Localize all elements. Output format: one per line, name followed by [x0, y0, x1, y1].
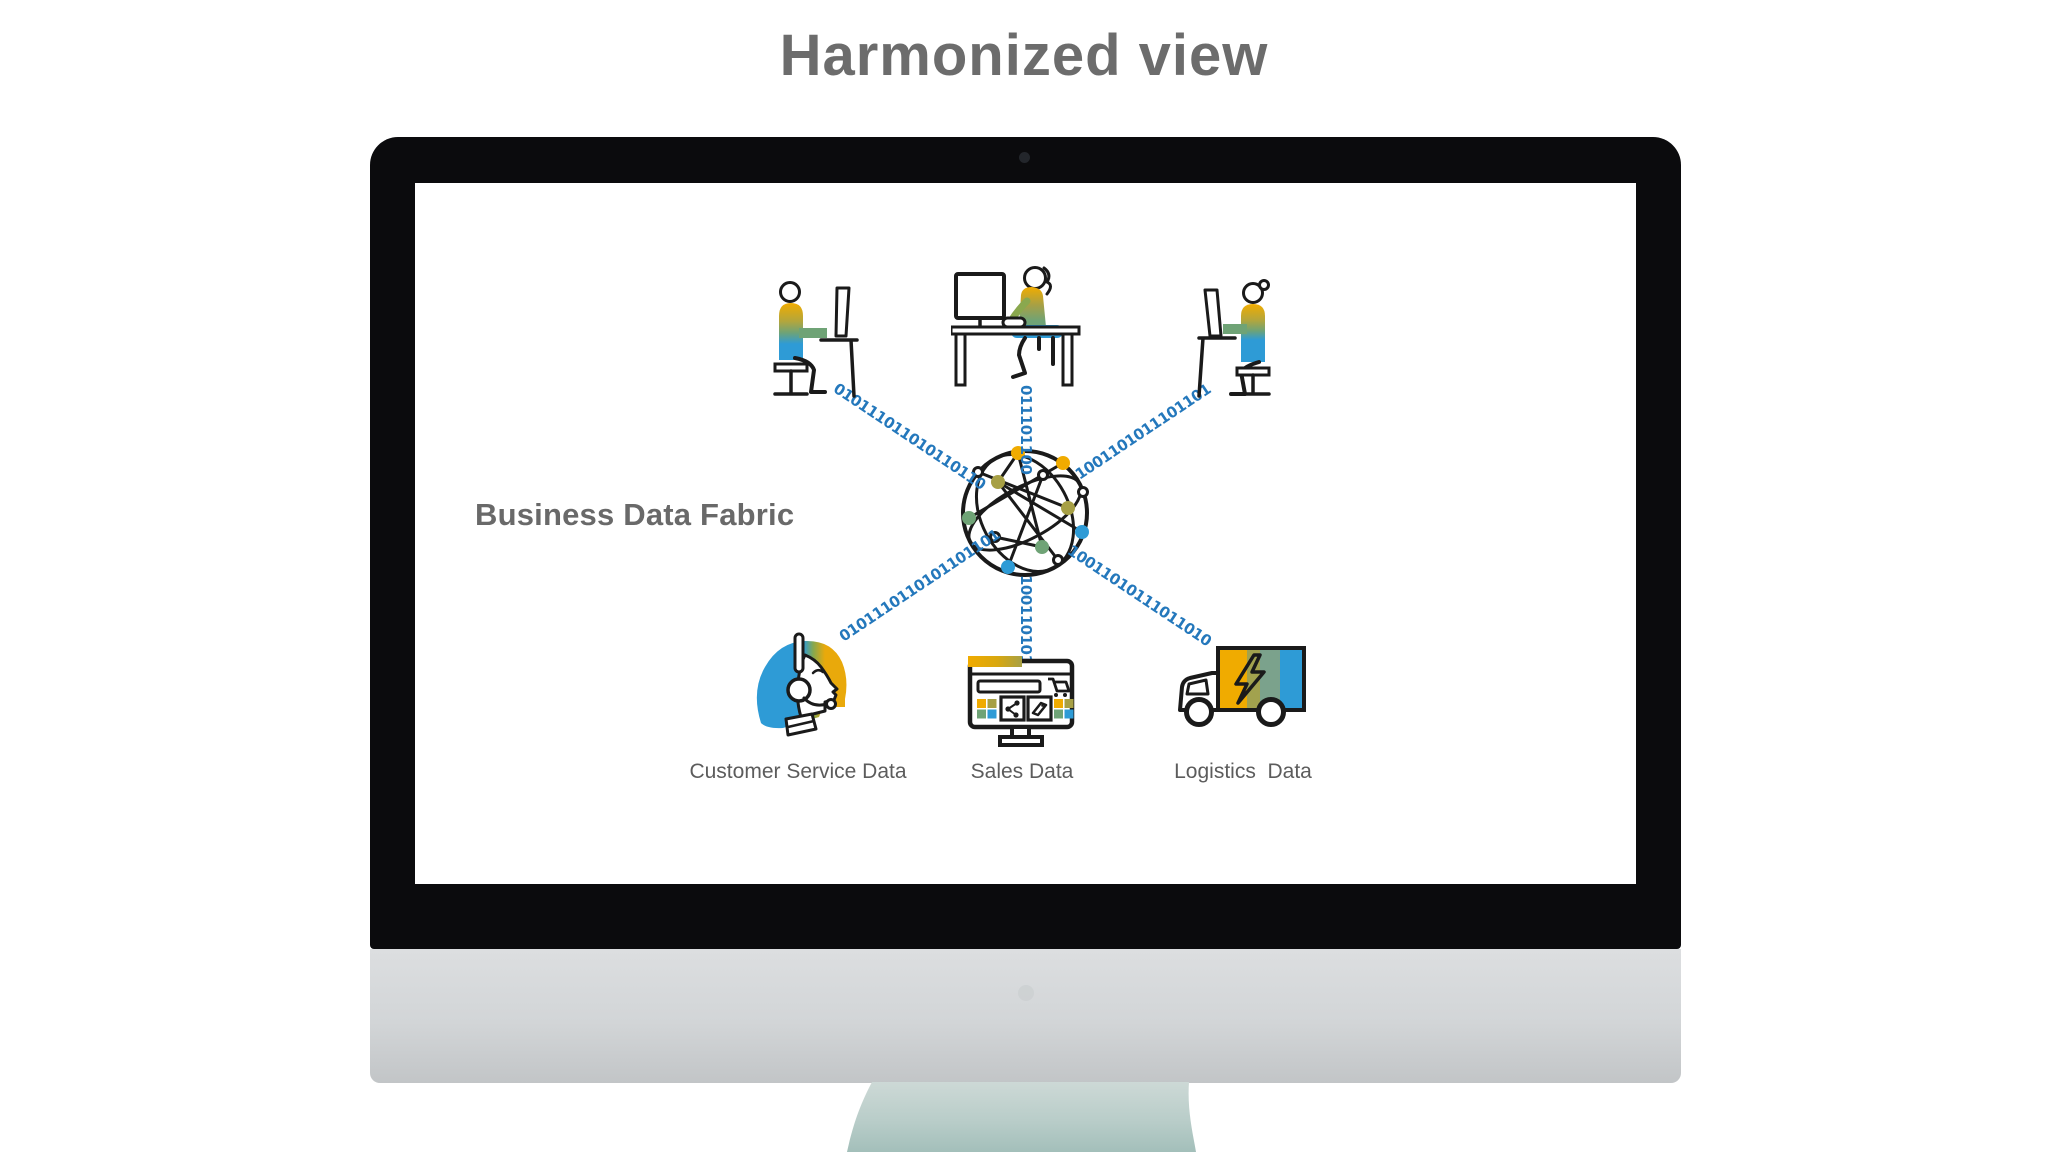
analyst-left-icon [773, 281, 859, 398]
logistics-truck-icon [1178, 646, 1306, 727]
share-tile-icon [999, 695, 1026, 722]
desktop-monitor-icon [954, 272, 1006, 320]
side-monitor-icon [834, 286, 851, 338]
analyst-center-icon [951, 266, 1081, 387]
source-label-customer-service: Customer Service Data [689, 760, 907, 783]
tag-tile-icon [1026, 695, 1053, 722]
monitor-stand [847, 1082, 1196, 1152]
search-bar [976, 679, 1042, 694]
loading-bar [968, 656, 1022, 667]
analyst-right-icon [1197, 279, 1271, 398]
truck-wheel [1256, 697, 1286, 727]
data-network-globe-icon [961, 446, 1089, 577]
monitor-screen: Business Data Fabric [415, 183, 1636, 884]
headset-band [793, 632, 805, 674]
source-label-sales: Sales Data [970, 760, 1074, 783]
monitor-logo-dot [1017, 985, 1034, 1001]
headset-mic [825, 698, 837, 710]
binary-stream-top-center: 011101100 [1017, 385, 1035, 475]
truck-wheel [1184, 697, 1214, 727]
source-label-logistics: Logistics Data [1174, 760, 1312, 783]
cargo-box [1216, 646, 1306, 712]
headset-earcup [786, 677, 812, 703]
monitor-chin [370, 949, 1681, 1083]
page-title: Harmonized view [779, 23, 1269, 88]
binary-stream-bottom-center: 100110101 [1017, 575, 1035, 665]
cart-icon [1048, 677, 1071, 697]
sales-monitor-icon [967, 656, 1075, 747]
webcam-icon [1019, 152, 1030, 163]
side-monitor-icon [1203, 288, 1223, 338]
lightning-bolt-icon [1234, 653, 1266, 705]
product-grid [977, 699, 1074, 719]
globe-nodes [962, 446, 1089, 574]
customer-service-agent-icon [756, 632, 847, 737]
business-data-fabric-label: Business Data Fabric [475, 497, 795, 532]
